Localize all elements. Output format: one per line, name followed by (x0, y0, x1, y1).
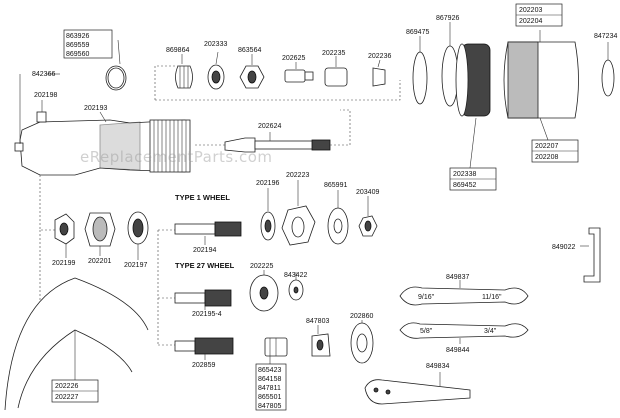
sleeve-part[interactable] (324, 67, 348, 87)
section-title-type1: TYPE 1 WHEEL (175, 193, 230, 202)
collet-top-part[interactable] (372, 67, 386, 87)
label-865991: 865991 (324, 182, 347, 189)
label-847234: 847234 (594, 33, 617, 40)
svg-text:202204: 202204 (519, 18, 542, 25)
label-202235: 202235 (322, 50, 345, 57)
label-849837: 849837 (446, 274, 469, 281)
watermark: eReplacementParts.com (80, 148, 273, 166)
collet-box: 865423 864158 847811 865501 847805 (255, 363, 287, 411)
collet-nut-847803-part[interactable] (311, 333, 331, 357)
label-847803: 847803 (306, 318, 329, 325)
label-202197: 202197 (124, 262, 147, 269)
guard-box: 202226 202227 (51, 379, 99, 403)
oring-kit-box: 863926 869559 869560 (63, 29, 113, 59)
svg-text:202203: 202203 (519, 7, 542, 14)
flange-865991-part[interactable] (327, 207, 349, 245)
needle-bearing-part[interactable] (175, 65, 193, 89)
label-849834: 849834 (426, 363, 449, 370)
label-849844: 849844 (446, 347, 469, 354)
label-202193: 202193 (84, 105, 107, 112)
collet-847803-part[interactable] (264, 337, 288, 357)
svg-text:869560: 869560 (66, 51, 89, 58)
label-843422: 843422 (284, 272, 307, 279)
svg-text:869452: 869452 (453, 182, 476, 189)
label-203409: 203409 (356, 189, 379, 196)
wrench1-right-size: 11/16" (482, 294, 502, 301)
label-202333: 202333 (204, 41, 227, 48)
oring-869475-part[interactable] (412, 51, 428, 105)
spacer-part[interactable] (284, 69, 314, 83)
hex-key-part[interactable] (583, 227, 601, 283)
label-202860: 202860 (350, 313, 373, 320)
svg-text:202338: 202338 (453, 171, 476, 178)
label-842366: 842366 (32, 71, 55, 78)
oring-small-part[interactable] (105, 65, 127, 91)
arbor-202859-part[interactable] (174, 337, 234, 355)
svg-text:864158: 864158 (258, 376, 281, 383)
nut-843422-part[interactable] (288, 279, 304, 301)
housing-top-box: 202203 202204 (515, 3, 563, 27)
svg-text:847805: 847805 (258, 403, 281, 410)
svg-text:202207: 202207 (535, 143, 558, 150)
label-849022: 849022 (552, 244, 575, 251)
label-863564: 863564 (238, 47, 261, 54)
oring-847234-part[interactable] (601, 59, 615, 97)
spindle-shaft-part[interactable] (224, 137, 331, 153)
label-202625: 202625 (282, 55, 305, 62)
arbor-202195-4-part[interactable] (174, 289, 232, 307)
gear-part[interactable] (84, 212, 116, 247)
label-202194: 202194 (193, 247, 216, 254)
wrench-849844-part[interactable] (399, 322, 529, 339)
nut-203409-part[interactable] (358, 215, 378, 237)
hex-nut-202223-part[interactable] (281, 205, 316, 246)
flange-202860-part[interactable] (350, 322, 374, 364)
knurled-collar-part[interactable] (455, 43, 491, 117)
label-202199: 202199 (52, 260, 75, 267)
oring-867926-part[interactable] (441, 45, 459, 107)
washer-202196-part[interactable] (260, 211, 276, 241)
svg-text:869559: 869559 (66, 42, 89, 49)
label-202195-4: 202195-4 (192, 311, 222, 318)
svg-text:865501: 865501 (258, 394, 281, 401)
label-202198: 202198 (34, 92, 57, 99)
svg-text:847811: 847811 (258, 385, 281, 392)
flange-nut-part[interactable] (54, 213, 75, 245)
label-202223: 202223 (286, 172, 309, 179)
wrench2-right-size: 3/4" (484, 328, 497, 335)
wrench2-left-size: 5/8" (420, 328, 433, 335)
svg-text:202226: 202226 (55, 383, 78, 390)
arbor-202194-part[interactable] (174, 221, 242, 237)
svg-text:865423: 865423 (258, 367, 281, 374)
angle-head-housing[interactable] (14, 119, 191, 176)
label-202624: 202624 (258, 123, 281, 130)
svg-text:863926: 863926 (66, 33, 89, 40)
label-202859: 202859 (192, 362, 215, 369)
label-202201: 202201 (88, 258, 111, 265)
wrench1-left-size: 9/16" (418, 294, 435, 301)
label-202196: 202196 (256, 180, 279, 187)
label-202225: 202225 (250, 263, 273, 270)
label-202236: 202236 (368, 53, 391, 60)
bearing-part[interactable] (207, 64, 225, 90)
label-869864: 869864 (166, 47, 189, 54)
label-869475: 869475 (406, 29, 429, 36)
label-867926: 867926 (436, 15, 459, 22)
wrench-849837-part[interactable] (399, 286, 529, 306)
flange-202225-part[interactable] (249, 274, 279, 312)
housing-sleeve-part[interactable] (503, 41, 579, 119)
svg-text:202227: 202227 (55, 394, 78, 401)
spring-clip-part[interactable] (36, 111, 47, 123)
bearing-202197-part[interactable] (127, 211, 149, 245)
collar-box: 202338 869452 (449, 167, 497, 191)
section-title-type27: TYPE 27 WHEEL (175, 261, 235, 270)
nut-part[interactable] (239, 65, 265, 89)
svg-text:202208: 202208 (535, 154, 558, 161)
spanner-849834-part[interactable] (364, 379, 471, 405)
housing-bottom-box: 202207 202208 (531, 139, 579, 163)
